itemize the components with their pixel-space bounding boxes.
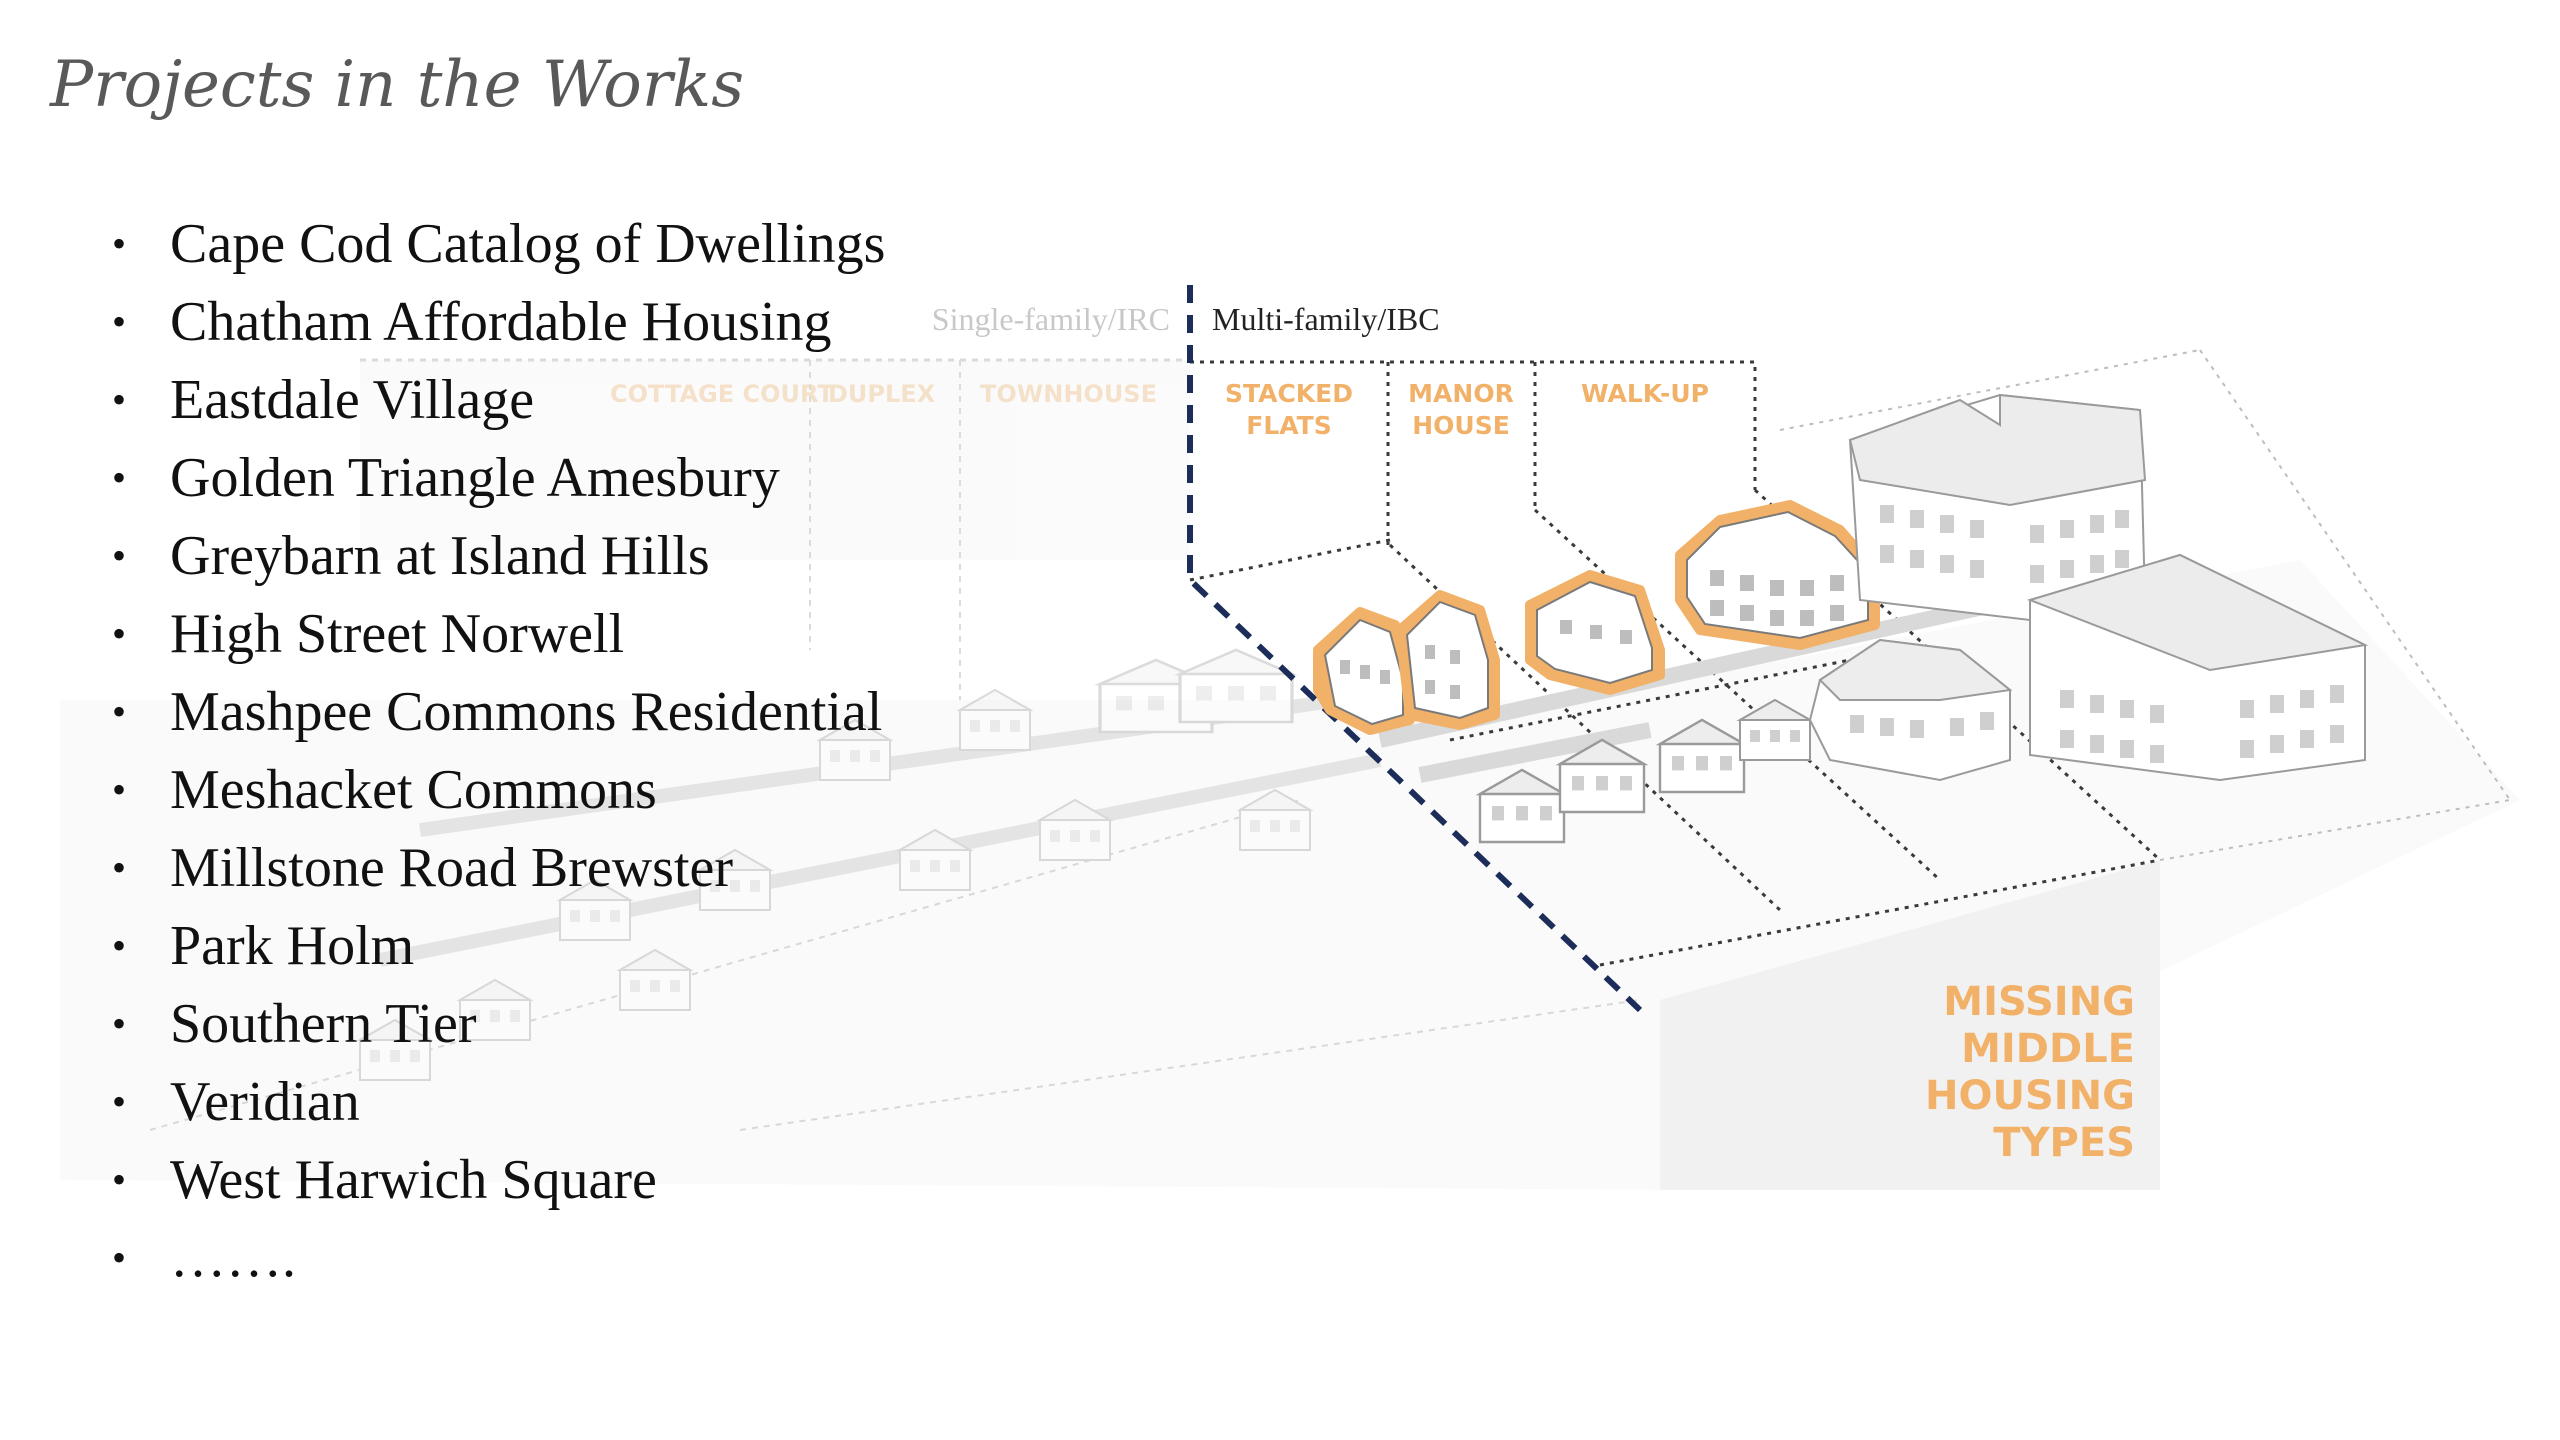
bullet-icon: • (112, 377, 127, 422)
bullet-icon: • (112, 533, 127, 578)
bullet-icon: • (112, 455, 127, 500)
multi-family-label: Multi-family/IBC (1212, 301, 1440, 337)
project-name: High Street Norwell (170, 603, 625, 665)
list-item: • Southern Tier (100, 985, 885, 1063)
bullet-icon: • (112, 767, 127, 812)
project-name: ……. (170, 1227, 296, 1289)
project-name: Park Holm (170, 915, 415, 977)
apartment-block-upper (1848, 393, 2147, 622)
bullet-icon: • (112, 299, 127, 344)
bullet-icon: • (112, 1157, 127, 1202)
faded-zone (149, 358, 1641, 1131)
project-name: Meshacket Commons (170, 759, 657, 821)
list-item: • Golden Triangle Amesbury (100, 439, 885, 517)
list-item: • Meshacket Commons (100, 751, 885, 829)
list-item: • Veridian (100, 1063, 885, 1141)
project-name: Eastdale Village (170, 369, 535, 431)
project-name: Cape Cod Catalog of Dwellings (170, 213, 886, 275)
list-item: • Eastdale Village (100, 361, 885, 439)
project-name: Veridian (170, 1071, 360, 1133)
list-item: • Millstone Road Brewster (100, 829, 885, 907)
bullet-icon: • (112, 923, 127, 968)
faded-type-cottage-court: COTTAGE COURT (610, 380, 834, 408)
type-stacked-flats-line1: STACKED (1225, 379, 1353, 408)
list-item: • Chatham Affordable Housing (100, 283, 885, 361)
slide-title: Projects in the Works (50, 48, 745, 122)
list-item: • West Harwich Square (100, 1141, 885, 1219)
faded-type-townhouse: TOWNHOUSE (980, 380, 1157, 408)
callout-missing: MISSING (1943, 979, 2135, 1025)
bullet-icon: • (112, 221, 127, 266)
walk-up-building (1675, 500, 1880, 650)
project-name: Golden Triangle Amesbury (170, 447, 780, 509)
project-name: West Harwich Square (170, 1149, 657, 1211)
project-name: Millstone Road Brewster (170, 837, 734, 899)
list-item: • Cape Cod Catalog of Dwellings (100, 205, 885, 283)
bullet-icon: • (112, 1235, 127, 1280)
list-item: • Park Holm (100, 907, 885, 985)
project-name: Chatham Affordable Housing (170, 291, 832, 353)
callout-housing: HOUSING (1925, 1073, 2135, 1119)
list-item: • Mashpee Commons Residential (100, 673, 885, 751)
type-stacked-flats-line2: FLATS (1246, 411, 1331, 440)
project-name: Mashpee Commons Residential (170, 681, 883, 743)
faded-type-duplex: DUPLEX (828, 380, 936, 408)
bullet-icon: • (112, 1079, 127, 1124)
manor-house-building (1525, 570, 1665, 695)
code-divider (1187, 285, 1643, 1013)
callout-panel (1660, 860, 2160, 1190)
list-item: • ……. (100, 1219, 885, 1297)
list-item: • High Street Norwell (100, 595, 885, 673)
type-walk-up: WALK-UP (1581, 379, 1709, 408)
gray-houses-row (1478, 638, 2013, 844)
apartment-block-lower (2026, 553, 2369, 782)
type-manor-house-line1: MANOR (1408, 379, 1514, 408)
bullet-icon: • (112, 611, 127, 656)
single-family-label: Single-family/IRC (932, 301, 1170, 337)
callout-types: TYPES (1993, 1120, 2135, 1166)
type-manor-house-line2: HOUSE (1412, 411, 1510, 440)
project-name: Greybarn at Island Hills (170, 525, 710, 587)
bullet-icon: • (112, 1001, 127, 1046)
stacked-flats-building (1313, 590, 1500, 735)
project-name: Southern Tier (170, 993, 477, 1055)
bullet-icon: • (112, 845, 127, 890)
bullet-icon: • (112, 689, 127, 734)
list-item: • Greybarn at Island Hills (100, 517, 885, 595)
project-list: • Cape Cod Catalog of Dwellings • Chatham … (100, 205, 885, 1297)
callout-middle: MIDDLE (1961, 1026, 2135, 1072)
